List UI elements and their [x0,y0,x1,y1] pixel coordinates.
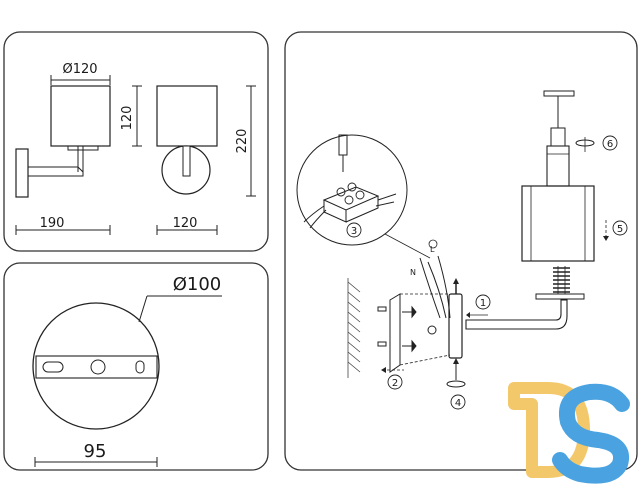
front-view-shade [156,85,218,147]
projection-label: 190 [40,216,65,231]
step-5-label: 5 [617,224,623,235]
shade-height-label: 120 [120,106,135,131]
mounting-bar [35,355,158,379]
svg-text:N: N [410,268,416,277]
threaded-holder [553,266,570,294]
step-6-label: 6 [607,139,613,150]
step-2-label: 2 [392,378,398,389]
installation-wall-plate [389,293,401,373]
base-diameter-label: Ø100 [173,274,222,295]
dimensions-panel-frame [3,31,269,252]
side-view-wall-plate [15,148,29,198]
mounting-slot-right [135,360,145,374]
installation-shade [521,185,595,262]
base-plate-panel: Ø100 95 [3,262,269,471]
side-view-shade [50,85,111,147]
terminal-detail: 3 [296,134,431,259]
installation-back-plate [448,293,463,359]
width-label: 120 [173,216,198,231]
center-hole [90,359,106,375]
svg-text:L: L [430,245,435,254]
installation-top-finial [543,90,575,97]
installation-arm [465,299,568,330]
mounting-slot-left [42,361,64,373]
dimensions-panel: Ø120 120 220 190 120 [3,31,269,252]
base-plate-panel-frame [3,262,269,471]
logo-letter-s [552,383,630,484]
wall-section [347,278,361,378]
step-3-label: 3 [351,226,357,237]
shade-diameter-label: Ø120 [62,62,97,77]
installation-panel-frame [284,31,638,471]
wall-screws [377,305,417,353]
step-4-label: 4 [455,398,461,409]
step-1-label: 1 [480,298,486,309]
brand-logo [508,382,630,484]
installation-socket [546,145,570,187]
installation-panel: 3 N [284,31,638,471]
total-height-label: 220 [235,129,250,154]
base-plate-circle [32,302,160,430]
slot-span-label: 95 [84,441,107,462]
